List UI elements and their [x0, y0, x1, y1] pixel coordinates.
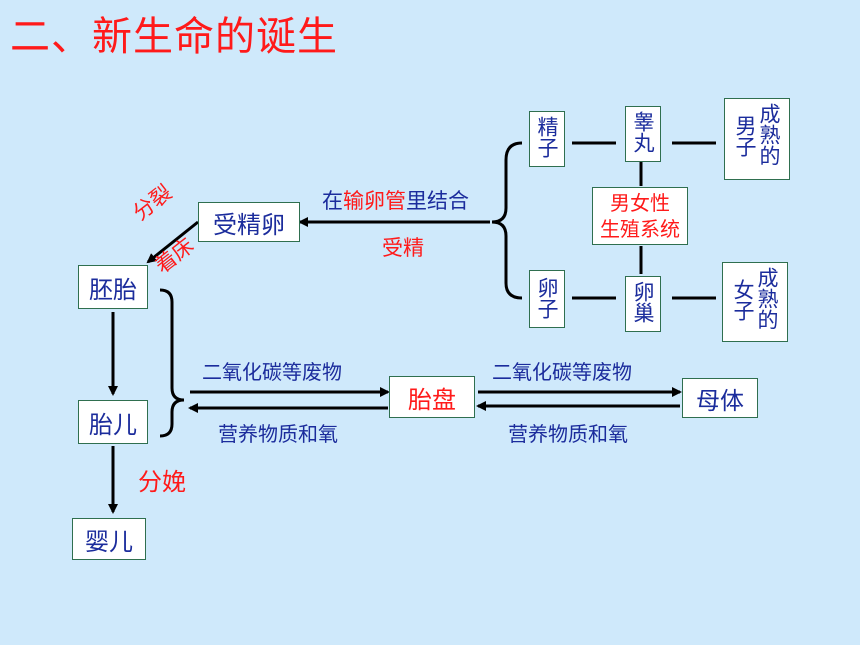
node-egg-label: 卵子	[535, 277, 559, 319]
label-fertilization: 受精	[382, 236, 424, 260]
node-egg: 卵子	[529, 270, 565, 328]
node-reproductive-system-line2: 生殖系统	[600, 217, 680, 241]
node-testis: 睾丸	[625, 106, 661, 162]
label-nutrients-to-placenta: 营养物质和氧	[508, 422, 628, 446]
node-mature-female-col1: 成熟的	[755, 267, 779, 330]
node-fertilized-egg: 受精卵	[198, 202, 300, 242]
node-mother: 母体	[682, 378, 758, 418]
node-fertilized-egg-label: 受精卵	[213, 210, 285, 239]
node-mature-female-col2: 女子	[731, 279, 755, 321]
label-fertilization-place-prefix: 在	[322, 189, 343, 213]
node-baby-label: 婴儿	[85, 527, 133, 556]
label-fertilization-place-suffix: 里结合	[406, 189, 469, 213]
node-reproductive-system: 男女性 生殖系统	[592, 187, 688, 245]
label-fertilization-place: 在输卵管里结合	[322, 185, 469, 215]
node-reproductive-system-line1: 男女性	[610, 191, 670, 215]
slide-title: 二、新生命的诞生	[10, 14, 338, 60]
arrow-division	[146, 220, 199, 264]
node-mother-label: 母体	[696, 386, 744, 415]
node-placenta-label: 胎盘	[408, 385, 456, 414]
node-ovary: 卵巢	[625, 276, 661, 332]
label-nutrients-to-fetus: 营养物质和氧	[218, 422, 338, 446]
label-delivery: 分娩	[138, 468, 186, 496]
label-waste-to-placenta: 二氧化碳等废物	[202, 360, 342, 384]
node-fetus: 胎儿	[78, 400, 148, 444]
brace-embryo-fetus	[159, 288, 185, 438]
node-placenta: 胎盘	[389, 376, 475, 418]
brace-sperm-egg	[491, 141, 523, 300]
node-sperm: 精子	[529, 111, 565, 167]
node-mature-male-col1: 成熟的	[757, 103, 781, 166]
node-embryo-label: 胚胎	[89, 275, 137, 304]
label-waste-to-mother: 二氧化碳等废物	[492, 360, 632, 384]
node-sperm-label: 精子	[535, 116, 559, 158]
node-baby: 婴儿	[72, 518, 146, 560]
node-fetus-label: 胎儿	[89, 410, 137, 439]
node-mature-male-col2: 男子	[733, 115, 757, 157]
node-mature-female: 成熟的 女子	[722, 262, 788, 342]
node-embryo: 胚胎	[78, 265, 148, 309]
node-mature-male: 成熟的 男子	[724, 98, 790, 180]
node-testis-label: 睾丸	[631, 111, 655, 153]
node-ovary-label: 卵巢	[631, 281, 655, 323]
label-fertilization-place-highlight: 输卵管	[343, 189, 406, 213]
